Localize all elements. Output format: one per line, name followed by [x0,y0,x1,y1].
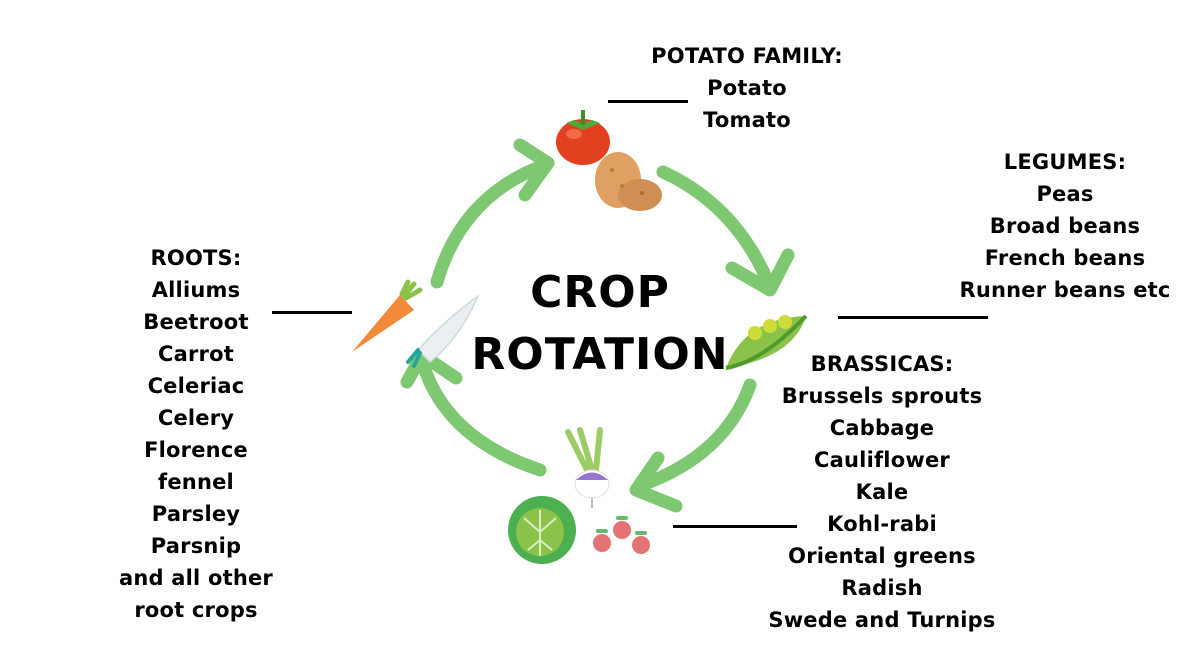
title-line-2: ROTATION [471,329,729,380]
connector-legumes [838,316,988,319]
brassicas-group: BRASSICAS: Brussels sprouts Cabbage Caul… [760,348,1004,636]
radish-icon [593,516,650,554]
list-item: Parsnip [150,534,242,558]
list-item: Alliums [151,278,241,302]
title-line-1: CROP [530,267,670,318]
list-item: Broad beans [989,214,1141,238]
potato-icon [595,152,662,211]
connector-potato [608,100,688,103]
list-item: Cabbage [829,416,935,440]
list-item: Peas [1036,182,1094,206]
group-heading: BRASSICAS: [810,352,954,376]
list-item: fennel [158,470,234,494]
potato-family-group: POTATO FAMILY: Potato Tomato [622,40,872,136]
tomato-icon [556,110,610,165]
connector-roots [272,311,352,314]
connector-brassicas [673,525,797,528]
pea-pod-icon [725,314,808,370]
list-item: Beetroot [143,310,249,334]
list-item: Kohl-rabi [827,512,937,536]
list-item: Kale [855,480,909,504]
list-item: Oriental greens [788,544,976,568]
list-item: Celeriac [147,374,245,398]
arrow-potato-to-legumes [656,165,795,297]
roots-group: ROOTS: Alliums Beetroot Carrot Celeriac … [106,242,286,626]
diagram-title: CROP ROTATION [470,262,730,386]
list-item: Potato [707,76,787,100]
cabbage-icon [508,496,576,564]
list-item: Celery [157,406,235,430]
list-item: Radish [841,576,923,600]
parsnip-icon [406,293,480,368]
list-item: Florence [144,438,248,462]
group-heading: ROOTS: [150,246,242,270]
list-item: Tomato [703,108,791,132]
list-item: Swede and Turnips [768,608,996,632]
list-item: root crops [134,598,258,622]
list-item: Carrot [158,342,234,366]
group-heading: LEGUMES: [1003,150,1127,174]
list-item: Parsley [151,502,241,526]
list-item: French beans [984,246,1146,270]
turnip-icon [565,427,610,508]
legumes-group: LEGUMES: Peas Broad beans French beans R… [945,146,1185,306]
group-heading: POTATO FAMILY: [651,44,843,68]
list-item: Runner beans etc [959,278,1171,302]
list-item: and all other [119,566,273,590]
arrow-roots-to-potato [430,138,555,289]
list-item: Cauliflower [814,448,950,472]
list-item: Brussels sprouts [781,384,983,408]
carrot-icon [352,279,423,352]
arrow-legumes-to-brassicas [629,378,757,513]
